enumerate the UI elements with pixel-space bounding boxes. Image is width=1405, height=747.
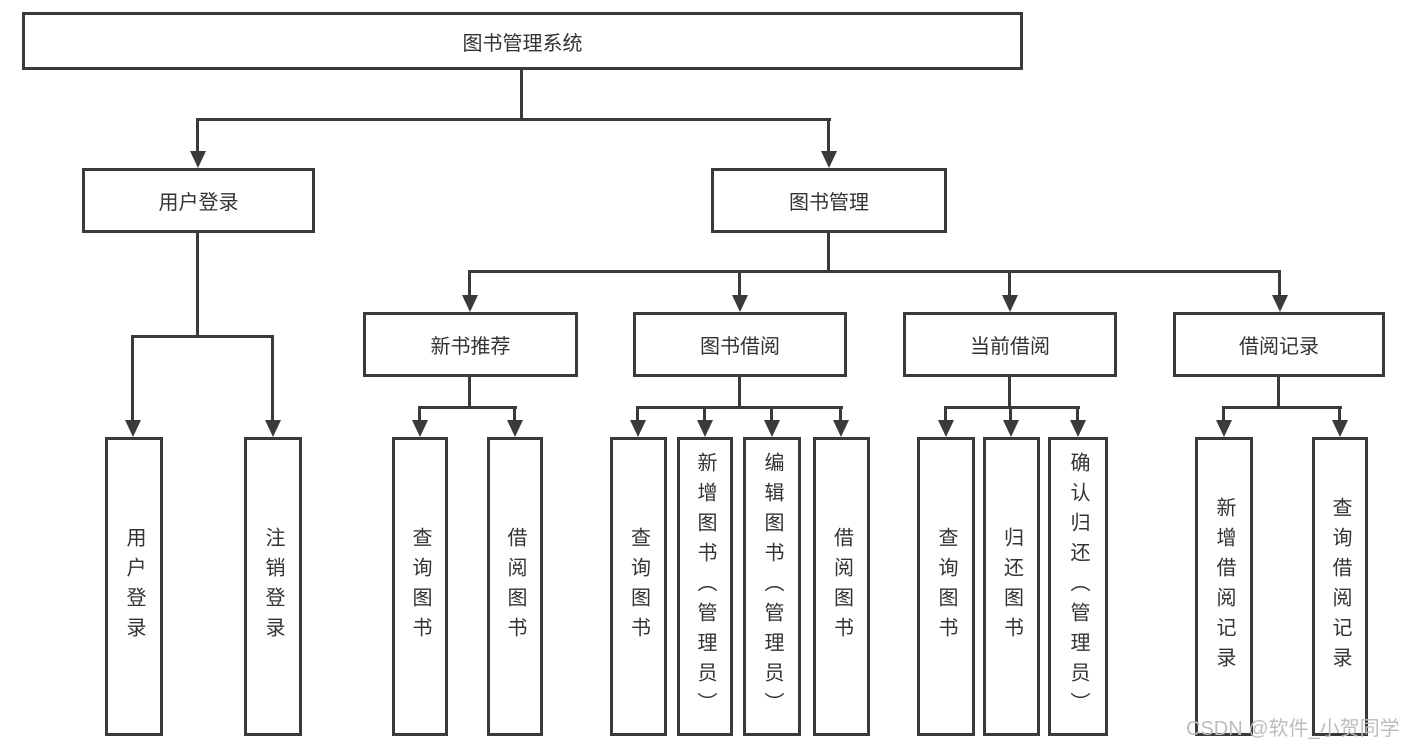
connector-current-stem bbox=[1008, 377, 1011, 408]
node-root: 图书管理系统 bbox=[22, 12, 1023, 70]
connector-recommend-stem bbox=[468, 377, 471, 408]
connector-borrow-stem bbox=[738, 377, 741, 408]
connector-borrow-stem-d bbox=[839, 406, 842, 422]
connector-records-hline bbox=[1222, 406, 1342, 409]
arrow-down-icon bbox=[462, 295, 478, 312]
leaf-add-book-admin: 新增图书（管理员） bbox=[677, 437, 733, 736]
arrow-down-icon bbox=[732, 295, 748, 312]
leaf-borrow-books-recommend: 借阅图书 bbox=[487, 437, 543, 736]
node-book-borrow: 图书借阅 bbox=[633, 312, 847, 377]
leaf-edit-book-admin: 编辑图书（管理员） bbox=[743, 437, 801, 736]
arrow-down-icon bbox=[125, 420, 141, 437]
connector-mgmt-stem bbox=[827, 233, 830, 272]
arrow-down-icon bbox=[833, 420, 849, 437]
leaf-confirm-return-admin: 确认归还（管理员） bbox=[1048, 437, 1108, 736]
connector-current-hline bbox=[944, 406, 1080, 409]
connector-login-hline bbox=[131, 335, 274, 338]
arrow-down-icon bbox=[1070, 420, 1086, 437]
connector-login-stem-b bbox=[271, 335, 274, 421]
node-user-login: 用户登录 bbox=[82, 168, 315, 233]
arrow-down-icon bbox=[507, 420, 523, 437]
connector-login-stem bbox=[196, 233, 199, 336]
node-book-management: 图书管理 bbox=[711, 168, 947, 233]
connector-level3-stem bbox=[738, 270, 741, 297]
arrow-down-icon bbox=[1332, 420, 1348, 437]
connector-records-stem bbox=[1277, 377, 1280, 408]
connector-current-stem-b bbox=[1009, 406, 1012, 422]
leaf-logout: 注销登录 bbox=[244, 437, 302, 736]
connector-login-stem-a bbox=[131, 335, 134, 421]
connector-borrow-stem-b bbox=[703, 406, 706, 422]
connector-records-stem-a bbox=[1222, 406, 1225, 422]
arrow-down-icon bbox=[630, 420, 646, 437]
connector-level3-stem bbox=[1278, 270, 1281, 297]
connector-level3-stem bbox=[1008, 270, 1011, 297]
connector-root-stem bbox=[520, 70, 523, 118]
arrow-down-icon bbox=[1272, 295, 1288, 312]
connector-borrow-hline bbox=[636, 406, 843, 409]
node-current-borrow: 当前借阅 bbox=[903, 312, 1117, 377]
arrow-down-icon bbox=[821, 151, 837, 168]
arrow-down-icon bbox=[764, 420, 780, 437]
leaf-add-borrow-record: 新增借阅记录 bbox=[1195, 437, 1253, 736]
csdn-watermark: CSDN @软件_小贺同学 bbox=[1186, 718, 1400, 740]
node-new-book-recommend: 新书推荐 bbox=[363, 312, 578, 377]
leaf-user-login: 用户登录 bbox=[105, 437, 163, 736]
arrow-down-icon bbox=[190, 151, 206, 168]
connector-level3-hline bbox=[468, 270, 1281, 273]
connector-current-stem-a bbox=[944, 406, 947, 422]
connector-level1-stem-right bbox=[827, 118, 830, 153]
leaf-borrow-books-borrow: 借阅图书 bbox=[813, 437, 870, 736]
arrow-down-icon bbox=[697, 420, 713, 437]
arrow-down-icon bbox=[938, 420, 954, 437]
connector-records-stem-b bbox=[1338, 406, 1341, 422]
arrow-down-icon bbox=[1003, 420, 1019, 437]
connector-recommend-stem-a bbox=[418, 406, 421, 422]
connector-level3-stem bbox=[468, 270, 471, 297]
arrow-down-icon bbox=[412, 420, 428, 437]
arrow-down-icon bbox=[1216, 420, 1232, 437]
connector-recommend-stem-b bbox=[513, 406, 516, 422]
connector-level1-stem-left bbox=[196, 118, 199, 153]
arrow-down-icon bbox=[265, 420, 281, 437]
node-borrow-records: 借阅记录 bbox=[1173, 312, 1385, 377]
connector-level1-hline bbox=[196, 118, 831, 121]
connector-current-stem-c bbox=[1076, 406, 1079, 422]
connector-borrow-stem-c bbox=[770, 406, 773, 422]
leaf-query-books-borrow: 查询图书 bbox=[610, 437, 667, 736]
connector-recommend-hline bbox=[418, 406, 517, 409]
leaf-return-book: 归还图书 bbox=[983, 437, 1040, 736]
leaf-query-books-current: 查询图书 bbox=[917, 437, 975, 736]
leaf-query-books-recommend: 查询图书 bbox=[392, 437, 448, 736]
connector-borrow-stem-a bbox=[636, 406, 639, 422]
arrow-down-icon bbox=[1002, 295, 1018, 312]
leaf-query-borrow-record: 查询借阅记录 bbox=[1312, 437, 1368, 736]
